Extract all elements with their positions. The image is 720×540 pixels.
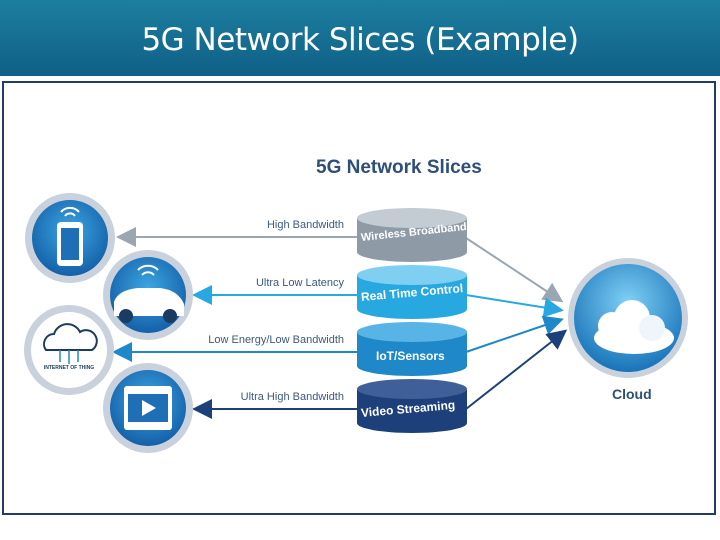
arrow-label-high-bandwidth: High Bandwidth bbox=[266, 219, 344, 231]
slice-video-streaming bbox=[357, 379, 467, 433]
slice-wireless-broadband bbox=[357, 208, 467, 262]
arrow-label-low-energy: Low Energy/Low Bandwidth bbox=[208, 334, 344, 346]
video-player-icon bbox=[103, 363, 193, 453]
arrow-label-ultra-high-bandwidth: Ultra High Bandwidth bbox=[240, 391, 344, 403]
arrow-label-ultra-low-latency: Ultra Low Latency bbox=[255, 277, 344, 289]
cloud-label: Cloud bbox=[612, 386, 652, 402]
slice-iot-sensors bbox=[357, 322, 467, 376]
arrow-video-cloud bbox=[465, 329, 568, 410]
smartphone-icon bbox=[25, 193, 115, 283]
arrow-control-cloud bbox=[465, 294, 564, 318]
slide-header: 5G Network Slices (Example) bbox=[0, 0, 720, 76]
iot-caption: INTERNET OF THING bbox=[43, 365, 95, 371]
slide-title: 5G Network Slices (Example) bbox=[141, 22, 579, 58]
diagram-title: 5G Network Slices bbox=[316, 157, 482, 178]
arrow-iot-cloud bbox=[465, 315, 564, 353]
arrow-broadband-cloud bbox=[465, 237, 564, 303]
iot-cloud-icon bbox=[24, 305, 114, 395]
cloud-icon bbox=[568, 258, 688, 378]
connected-car-icon bbox=[103, 250, 193, 340]
slice-label-iot-sensors: IoT/Sensors bbox=[376, 349, 445, 363]
slice-real-time-control bbox=[357, 265, 467, 319]
